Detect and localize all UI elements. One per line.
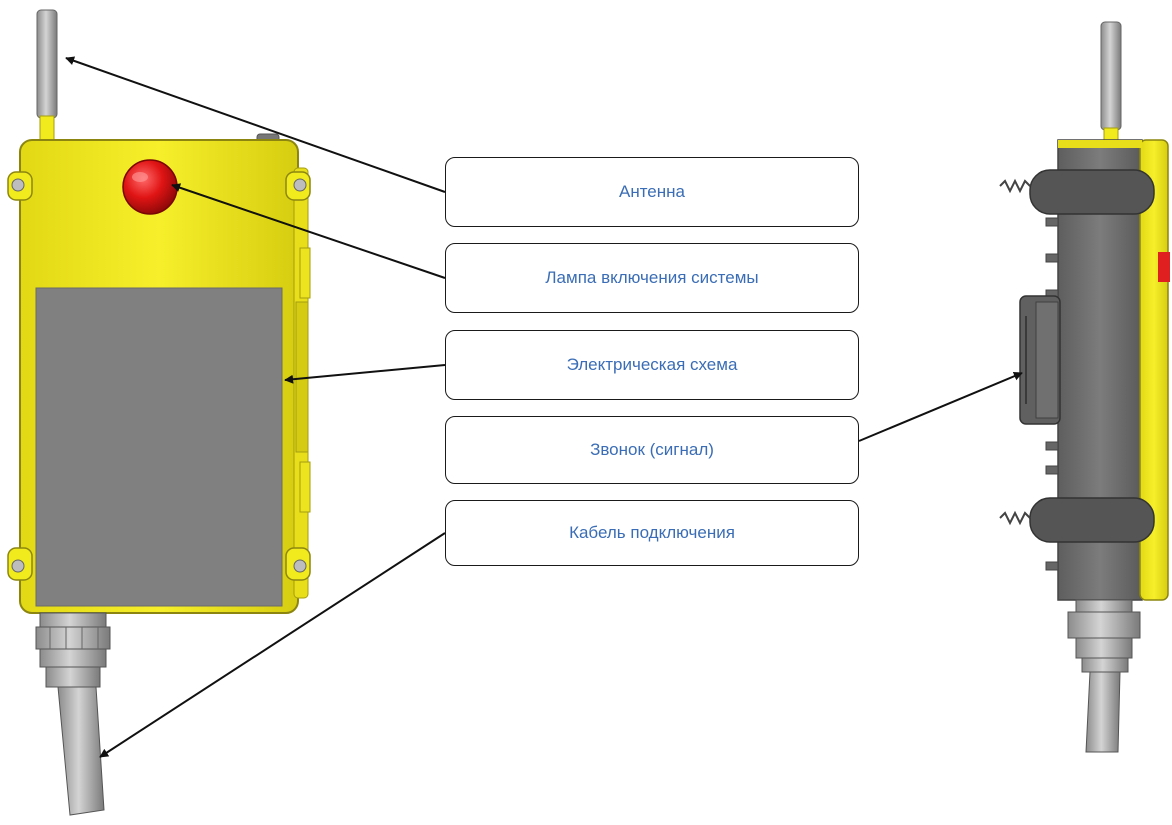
front-device — [7, 9, 311, 816]
label-antenna-text: Антенна — [618, 182, 685, 201]
arrow-lamp — [171, 183, 446, 279]
arrow-antenna — [65, 56, 446, 193]
label-lamp: Лампа включения системы — [445, 243, 859, 313]
side-cable — [1085, 671, 1121, 753]
label-bell-text: Звонок (сигнал) — [590, 440, 714, 459]
label-bell: Звонок (сигнал) — [445, 416, 859, 484]
label-cable: Кабель подключения — [445, 500, 859, 566]
leader-arrows — [65, 56, 1023, 758]
side-cable-gland — [1067, 599, 1141, 673]
arrow-bell — [858, 371, 1023, 442]
front-cable — [57, 686, 105, 816]
label-antenna: Антенна — [445, 157, 859, 227]
label-lamp-text: Лампа включения системы — [545, 268, 759, 287]
circuit-panel — [35, 287, 283, 607]
label-cable-text: Кабель подключения — [569, 523, 735, 542]
label-circuit: Электрическая схема — [445, 330, 859, 400]
arrow-cable — [99, 532, 446, 758]
power-lamp — [122, 159, 178, 215]
front-cable-gland — [35, 612, 111, 688]
side-device — [999, 21, 1170, 753]
arrow-circuit — [284, 364, 446, 384]
bell-signal — [1019, 295, 1061, 425]
front-antenna — [36, 9, 58, 119]
front-antenna-base — [39, 115, 55, 143]
label-circuit-text: Электрическая схема — [566, 355, 738, 374]
side-antenna — [1100, 21, 1122, 131]
